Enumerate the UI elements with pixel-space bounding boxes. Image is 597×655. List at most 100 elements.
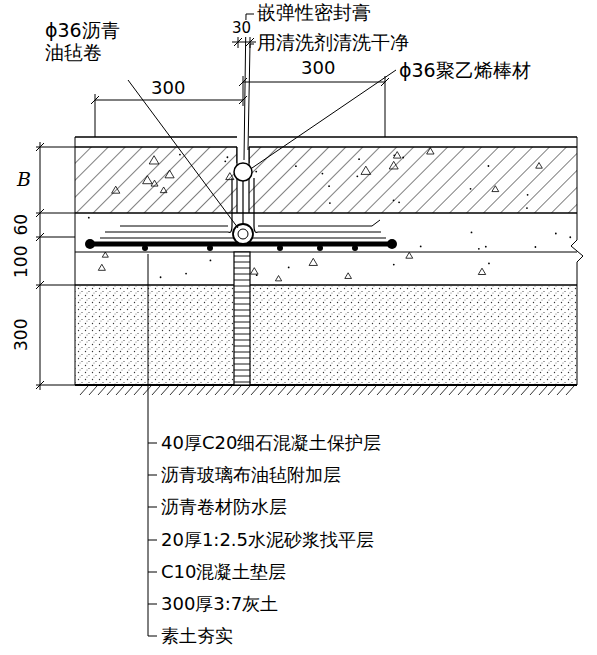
concrete-aggregate (535, 246, 537, 248)
callout-text: ϕ36沥青 油毡卷 (44, 20, 142, 64)
joint-filler-rungs (234, 364, 250, 365)
leader-lines (148, 636, 157, 637)
joint-filler-rungs (234, 274, 250, 275)
concrete-aggregate (250, 268, 258, 274)
concrete-aggregate (143, 176, 153, 184)
compacted-soil-hatch (557, 386, 565, 395)
callout-text: 嵌弹性密封膏 (256, 2, 372, 24)
concrete-aggregate (149, 156, 159, 164)
compacted-soil-hatch (224, 386, 232, 395)
concrete-aggregate (488, 263, 490, 265)
compacted-soil-hatch (206, 386, 214, 395)
edge-lines (75, 137, 76, 385)
concrete-aggregate (427, 148, 434, 154)
dimension-lines (36, 143, 44, 151)
compacted-soil-hatch (494, 386, 502, 395)
compacted-soil-hatch (422, 386, 430, 395)
compacted-soil-hatch (413, 386, 421, 395)
compacted-soil-hatch (179, 386, 187, 395)
compacted-soil-hatch (521, 386, 529, 395)
compacted-soil-hatch (359, 386, 367, 395)
compacted-soil-hatch (125, 386, 133, 395)
concrete-aggregate (389, 161, 398, 169)
dimension-text: 100 (12, 245, 32, 279)
lime-soil-layer (75, 286, 577, 385)
compacted-soil-hatch (152, 386, 160, 395)
compacted-soil-hatch (197, 386, 205, 395)
reinforcement-bar (352, 245, 358, 251)
compacted-soil-hatch (251, 386, 259, 395)
compacted-soil-hatch (458, 386, 466, 395)
dimension-lines (36, 385, 75, 386)
joint-filler-rungs (234, 310, 250, 311)
joint-filler-rungs (234, 298, 250, 299)
concrete-aggregate (102, 252, 108, 257)
leader-lines (148, 540, 157, 541)
dimension-lines (232, 42, 256, 43)
concrete-aggregate (255, 171, 257, 173)
dimension-lines (40, 142, 41, 390)
joint-filler-ladder (234, 252, 250, 385)
dimension-lines (36, 281, 44, 289)
dimension-lines (36, 147, 75, 148)
concrete-aggregate (329, 202, 331, 204)
dimension-text: 300 (12, 318, 32, 352)
compacted-soil-hatch (170, 386, 178, 395)
joint-filler-rungs (234, 322, 250, 323)
compacted-soil-hatch (260, 386, 268, 395)
compacted-soil-hatch (143, 386, 151, 395)
leader-lines (252, 70, 396, 168)
concrete-aggregate (526, 207, 528, 209)
concrete-aggregate (406, 252, 413, 258)
joint-filler-rungs (234, 382, 250, 383)
concrete-aggregate (488, 165, 490, 167)
concrete-aggregate (393, 154, 395, 156)
compacted-soil-hatch (341, 386, 349, 395)
concrete-slab-hatch (75, 147, 577, 213)
concrete-slab-hatch (75, 147, 237, 213)
compacted-soil-hatch (188, 386, 196, 395)
concrete-aggregate (288, 266, 290, 268)
concrete-aggregate (328, 185, 330, 187)
dimension-lines (243, 82, 385, 83)
concrete-aggregate (393, 264, 395, 266)
compacted-soil-hatch (314, 386, 322, 395)
cushion-layer-lines (75, 252, 577, 285)
concrete-aggregate (485, 246, 487, 248)
compacted-soil-hatch (476, 386, 484, 395)
compacted-soil-hatch (386, 386, 394, 395)
compacted-soil-hatch (404, 386, 412, 395)
edge-lines (75, 137, 583, 385)
compacted-soil-hatch (161, 386, 169, 395)
concrete-aggregate (160, 276, 162, 278)
reinforcement-bar (317, 245, 323, 251)
joint-filler-rungs (234, 328, 250, 329)
waterproof-membrane (120, 226, 228, 227)
compacted-soil-hatch (278, 386, 286, 395)
compacted-soil-hatch (80, 386, 574, 395)
concrete-aggregate (88, 148, 571, 281)
dimension-text: 30 (231, 20, 252, 37)
joint-filler-rungs (234, 256, 250, 382)
concrete-slab-hatch (236, 147, 237, 213)
concrete-aggregate (98, 264, 105, 270)
joint-filler-rungs (234, 376, 250, 377)
compacted-soil-hatch (350, 386, 358, 395)
joint-filler-ladder (234, 252, 250, 385)
joint-filler-rungs (234, 352, 250, 353)
lime-soil-layer (75, 286, 577, 385)
joint-filler-rungs (234, 370, 250, 371)
concrete-aggregate (361, 166, 371, 174)
compacted-soil-hatch (80, 386, 88, 395)
joint-filler-rungs (234, 286, 250, 287)
dimension-lines (36, 237, 75, 238)
compacted-soil-hatch (449, 386, 457, 395)
leader-lines (148, 475, 157, 476)
dimension-lines (243, 76, 244, 106)
cushion-layer-lines (75, 284, 577, 286)
dimension-text: B (16, 169, 32, 191)
callout-text: 用清洗剂清洗干净 (256, 32, 410, 54)
asphalt-felt-roll (238, 229, 248, 239)
compacted-soil-hatch (548, 386, 556, 395)
concrete-aggregate (536, 163, 543, 169)
